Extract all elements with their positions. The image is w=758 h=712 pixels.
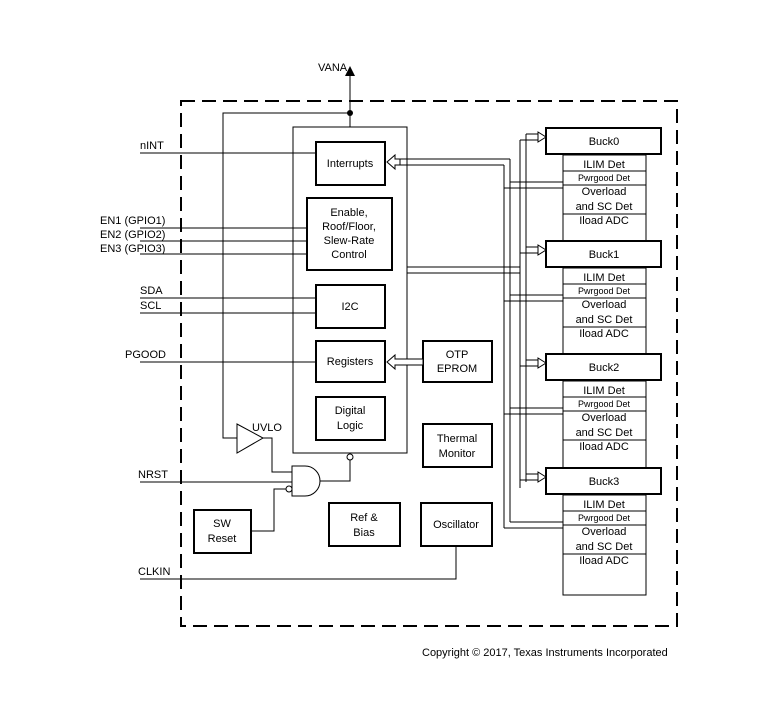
vana-label: VANA xyxy=(318,62,348,74)
reset-and-gate xyxy=(291,465,321,497)
ref-bias-line-2: Bias xyxy=(353,527,375,539)
enable-block xyxy=(306,197,393,271)
uvlo-label: UVLO xyxy=(252,422,282,434)
thermal-monitor-block xyxy=(422,423,493,468)
interrupts-bus-arrow xyxy=(386,153,401,171)
thermal-line-2: Monitor xyxy=(439,448,476,460)
thermal-line-1: Thermal xyxy=(437,433,477,445)
enable-line-3: Slew-Rate xyxy=(324,235,375,247)
buck-2-name: Buck2 xyxy=(589,362,620,374)
buck-3-detect-box xyxy=(562,494,647,596)
buck-3-row-4: Iload ADC xyxy=(579,555,629,567)
buck-2-row-0: ILIM Det xyxy=(583,385,625,397)
buck-2-row-2: Overload xyxy=(582,412,627,424)
clkin-line xyxy=(140,546,457,580)
buck-3-row-1: Pwrgood Det xyxy=(578,513,631,523)
pgood-pin: PGOOD xyxy=(125,349,166,361)
en2-pin: EN2 (GPIO2) xyxy=(100,229,165,241)
ref-bias-line-1: Ref & xyxy=(350,512,378,524)
buck-2-row-1: Pwrgood Det xyxy=(578,399,631,409)
buck-0-box xyxy=(545,127,662,155)
enable-line-4: Control xyxy=(331,249,366,261)
buck-1-name: Buck1 xyxy=(589,249,620,261)
buck-3-name: Buck3 xyxy=(589,476,620,488)
i2c-block xyxy=(315,284,386,329)
nrst-pin: NRST xyxy=(138,469,168,481)
buck-0-row-3: and SC Det xyxy=(576,201,633,213)
sw-reset-line-2: Reset xyxy=(208,533,237,545)
buck-3-row-0: ILIM Det xyxy=(583,499,625,511)
uvlo-buffer xyxy=(236,423,265,454)
otp-to-registers-arrow xyxy=(386,353,424,371)
en3-pin: EN3 (GPIO3) xyxy=(100,243,165,255)
en1-pin: EN1 (GPIO1) xyxy=(100,215,165,227)
otp-block xyxy=(422,340,493,383)
nint-pin: nINT xyxy=(140,140,164,152)
buck-2-row-4: Iload ADC xyxy=(579,441,629,453)
i2c-label: I2C xyxy=(341,301,358,313)
digital-logic-line-2: Logic xyxy=(337,420,364,432)
digital-logic-line-1: Digital xyxy=(335,405,366,417)
sw-reset-line-1: SW xyxy=(213,518,231,530)
clkin-pin: CLKIN xyxy=(138,566,170,578)
buck-2-box xyxy=(545,353,662,381)
interrupts-label: Interrupts xyxy=(327,158,374,170)
enable-line-2: Roof/Floor, xyxy=(322,221,376,233)
buck-0-row-2: Overload xyxy=(582,186,627,198)
buck-3-box xyxy=(545,467,662,495)
scl-pin: SCL xyxy=(140,300,161,312)
buck-1-row-0: ILIM Det xyxy=(583,272,625,284)
buck-1-row-2: Overload xyxy=(582,299,627,311)
buck-1-row-1: Pwrgood Det xyxy=(578,286,631,296)
buck-0-detect-box xyxy=(562,154,647,256)
enable-line-1: Enable, xyxy=(330,207,367,219)
oscillator-label: Oscillator xyxy=(433,519,479,531)
digital-logic-block xyxy=(315,396,386,441)
otp-line-2: EPROM xyxy=(437,363,477,375)
otp-line-1: OTP xyxy=(446,349,469,361)
copyright: Copyright © 2017, Texas Instruments Inco… xyxy=(422,647,668,659)
ref-bias-block xyxy=(328,502,401,547)
sw-reset-block xyxy=(193,509,252,554)
buck-2-row-3: and SC Det xyxy=(576,427,633,439)
vana-arrow xyxy=(345,66,355,76)
sda-pin: SDA xyxy=(140,285,163,297)
buck-0-row-4: Iload ADC xyxy=(579,215,629,227)
registers-label: Registers xyxy=(327,356,374,368)
buck-1-box xyxy=(545,240,662,268)
buck-3-row-2: Overload xyxy=(582,526,627,538)
package-outline xyxy=(180,100,678,627)
buck-0-row-0: ILIM Det xyxy=(583,159,625,171)
buck-3-row-3: and SC Det xyxy=(576,541,633,553)
buck-1-detect-box xyxy=(562,267,647,369)
oscillator-block xyxy=(420,502,493,547)
buck-0-name: Buck0 xyxy=(589,136,620,148)
buck-1-row-4: Iload ADC xyxy=(579,328,629,340)
buck-2-detect-box xyxy=(562,380,647,482)
buck-0-row-1: Pwrgood Det xyxy=(578,173,631,183)
buck-1-row-3: and SC Det xyxy=(576,314,633,326)
interrupts-block xyxy=(315,141,386,186)
